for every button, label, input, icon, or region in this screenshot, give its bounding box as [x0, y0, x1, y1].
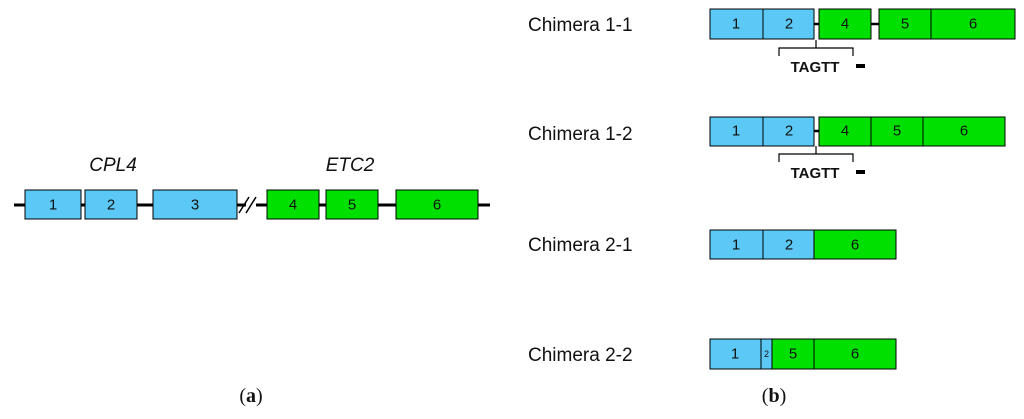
junction-sequence: TAGTT — [791, 59, 840, 76]
exon-label: 3 — [191, 197, 199, 214]
exon-label: 5 — [348, 197, 356, 214]
junction-bracket — [778, 40, 854, 56]
exon-box — [762, 229, 815, 260]
exon-label: 2 — [107, 197, 115, 214]
exon-box — [818, 8, 872, 40]
exon-label: 5 — [901, 16, 909, 33]
exon-box — [922, 116, 1006, 147]
exon-label: 2 — [764, 349, 769, 359]
exon-box — [762, 8, 815, 40]
exon-box — [762, 116, 815, 147]
panel-a: CPL4 ETC2 1 2 3 4 5 6 (a) — [14, 155, 490, 407]
exon-box — [395, 189, 479, 220]
exon-label: 2 — [785, 123, 793, 140]
exon-box — [266, 189, 320, 220]
exon-box — [709, 8, 764, 40]
exon-label: 1 — [49, 197, 57, 214]
sequence-mark — [856, 170, 865, 174]
chimera-label: Chimera 1-2 — [528, 124, 633, 145]
exon-label: 6 — [960, 123, 968, 140]
chimera-1-2: Chimera 1-2 1 2 4 5 6 TAGTT — [528, 116, 1006, 182]
exon-box — [24, 189, 82, 220]
chimera-label: Chimera 2-1 — [528, 235, 633, 256]
break-mark-2 — [245, 196, 257, 214]
exon-box — [813, 338, 897, 370]
exon-label: 4 — [841, 16, 849, 33]
exon-label: 4 — [289, 197, 297, 214]
exon-box — [325, 189, 379, 220]
exon-box — [709, 338, 762, 370]
break-mark-1 — [238, 196, 250, 214]
junction-bracket — [778, 146, 854, 162]
exon-label: 6 — [433, 197, 441, 214]
exon-box — [878, 8, 932, 40]
exon-box — [152, 189, 238, 220]
panel-label-letter: b — [768, 385, 779, 407]
exon-box — [870, 116, 924, 147]
exon-box — [930, 8, 1016, 40]
panel-label-letter: a — [246, 385, 256, 407]
exon-label: 1 — [732, 123, 740, 140]
panel-b: Chimera 1-1 1 2 4 5 6 TAGTT Chimera 1-2 … — [528, 8, 1016, 407]
exon-box — [84, 189, 138, 220]
exon-label: 5 — [789, 346, 797, 363]
exon-label: 6 — [969, 16, 977, 33]
chimera-2-2: Chimera 2-2 1 2 5 6 — [528, 338, 897, 370]
exon-box — [818, 116, 872, 147]
gene-label-cpl4: CPL4 — [89, 155, 137, 176]
panel-label-b: (b) — [762, 385, 786, 407]
exon-label: 1 — [732, 237, 740, 254]
exon-label: 1 — [732, 16, 740, 33]
exon-label: 2 — [785, 237, 793, 254]
exon-label: 5 — [893, 123, 901, 140]
exon-label: 1 — [731, 346, 739, 363]
exon-box — [709, 229, 764, 260]
panel-label-open: ( — [762, 385, 769, 407]
gene-label-etc2: ETC2 — [326, 155, 375, 176]
chimera-label: Chimera 1-1 — [528, 15, 633, 36]
exon-box — [709, 116, 764, 147]
exon-label: 4 — [841, 123, 849, 140]
panel-label-close: ) — [780, 385, 787, 407]
chimera-1-1: Chimera 1-1 1 2 4 5 6 TAGTT — [528, 8, 1016, 76]
junction-sequence: TAGTT — [791, 165, 840, 182]
exon-label: 6 — [851, 346, 859, 363]
exon-label: 2 — [785, 16, 793, 33]
chimera-label: Chimera 2-2 — [528, 345, 633, 366]
exon-box — [813, 229, 897, 260]
panel-label-a: (a) — [239, 385, 262, 407]
chimera-2-1: Chimera 2-1 1 2 6 — [528, 229, 897, 260]
exon-label: 6 — [851, 237, 859, 254]
panel-label-open: ( — [239, 385, 246, 407]
sequence-mark — [856, 64, 865, 68]
panel-label-close: ) — [256, 385, 263, 407]
exon-box — [771, 338, 815, 370]
